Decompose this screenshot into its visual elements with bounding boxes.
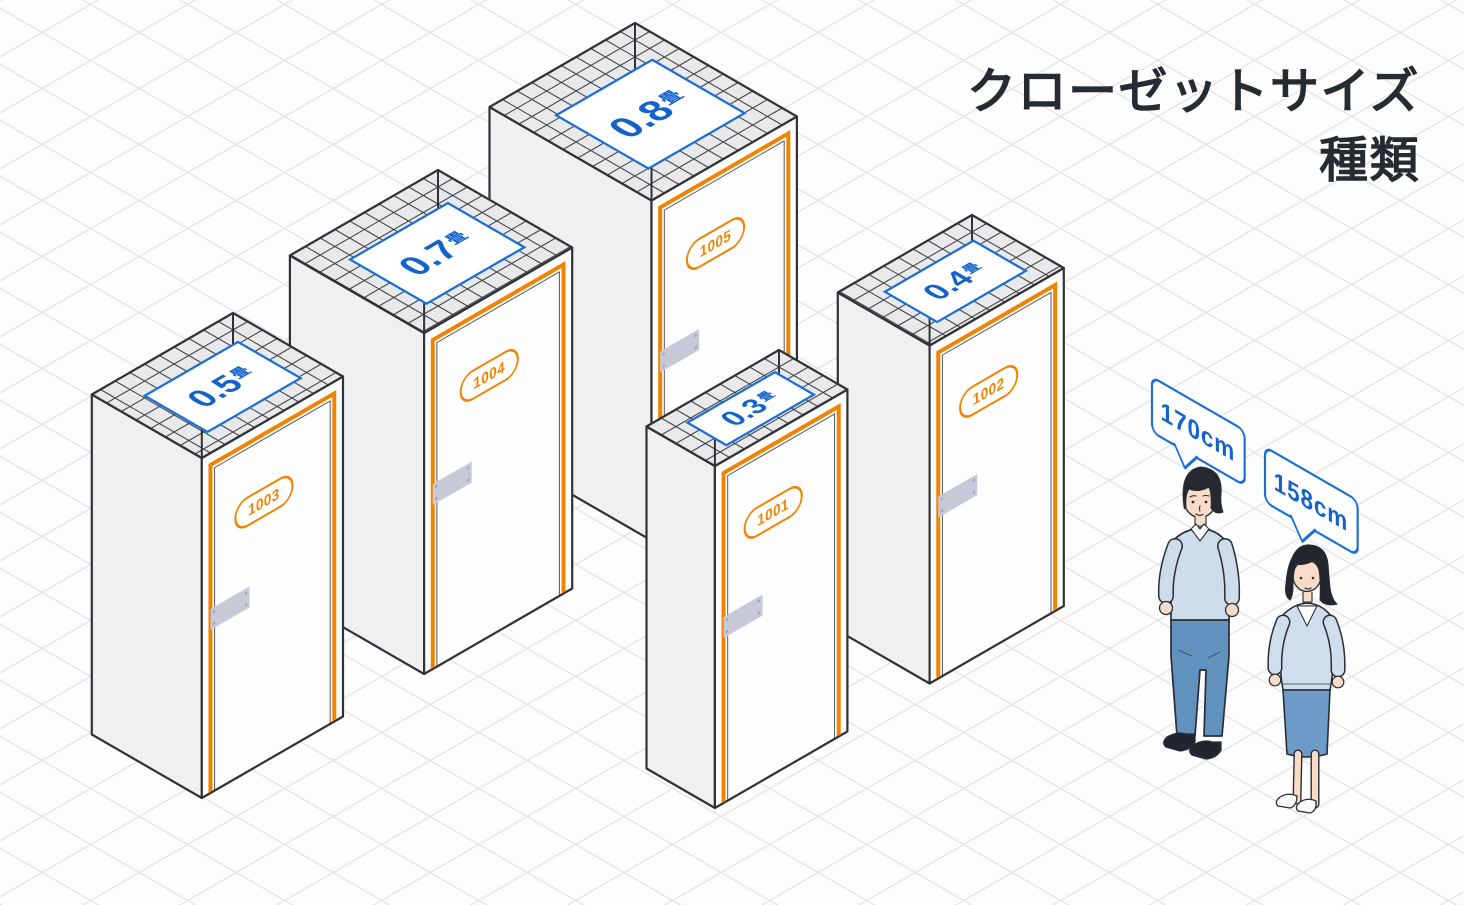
- woman-top-vneck: [1296, 605, 1318, 628]
- man-hand-right: [1224, 602, 1240, 618]
- door-trim: [721, 403, 841, 804]
- door-panel-line: [663, 140, 785, 534]
- door-handle-screw: [212, 621, 216, 626]
- size-label-plate: [142, 340, 303, 434]
- closet-door-details: 1003: [208, 390, 337, 794]
- door-handle: [210, 586, 250, 630]
- size-label-plate: [882, 239, 1029, 324]
- door-handle-screw: [662, 352, 665, 356]
- size-label-plate: [347, 201, 527, 306]
- bubble-tail: [1173, 442, 1199, 470]
- door-number-badge: [743, 485, 803, 539]
- size-label-plate-group: [553, 58, 747, 170]
- woman-hair: [1285, 544, 1339, 606]
- woman-hand-left: [1268, 673, 1282, 687]
- door-handle: [432, 461, 472, 505]
- closet-side-face: [645, 425, 716, 810]
- man-eye-right: [1204, 500, 1208, 504]
- door-handle-screw: [725, 617, 729, 622]
- woman-figure: [1267, 544, 1346, 814]
- woman-shoe-right: [1295, 798, 1317, 814]
- top-seam: [713, 350, 780, 466]
- door-handle-screw: [435, 496, 438, 501]
- door-trim: [936, 281, 1058, 679]
- woman-arm-right: [1324, 616, 1345, 676]
- door-number-badge: [959, 364, 1019, 418]
- door-handle-screw: [435, 484, 438, 489]
- woman-leg-left: [1293, 750, 1302, 804]
- man-jeans: [1170, 619, 1230, 737]
- door-number-badge: [234, 475, 294, 529]
- woman-mouth: [1304, 587, 1312, 590]
- page-title-line1: クローゼットサイズ: [967, 65, 1420, 119]
- door-handle-screw: [725, 629, 729, 634]
- man-jeans-creases: [1177, 649, 1221, 659]
- door-handle: [723, 594, 763, 638]
- man-arm-left: [1159, 539, 1182, 603]
- door-handle-screw: [212, 609, 216, 614]
- top-seam: [634, 23, 653, 201]
- page-title-line2: 種類: [1319, 134, 1420, 188]
- man-eye-left: [1191, 500, 1195, 504]
- size-label-plate-group: [882, 239, 1029, 324]
- door-trim: [658, 130, 791, 536]
- door-handle-screw: [694, 345, 697, 350]
- man-shoe-right: [1189, 740, 1222, 760]
- door-handle-screw: [972, 478, 975, 483]
- door-panel-line: [436, 271, 560, 667]
- size-label-plate: [685, 370, 817, 447]
- door-number-badge: [459, 348, 519, 402]
- bubble-body: [1150, 378, 1246, 484]
- man-shirt-collar: [1190, 523, 1210, 542]
- man-face-features: [1189, 494, 1210, 516]
- woman-arm-left: [1268, 616, 1289, 674]
- man-hand-left: [1158, 600, 1174, 616]
- door-handle-screw: [244, 603, 248, 607]
- bubble-tail: [1289, 514, 1317, 543]
- door-handle-screw: [694, 333, 697, 338]
- closet-side-face: [836, 291, 931, 685]
- door-panel-line: [214, 400, 331, 791]
- man-neck: [1194, 516, 1207, 527]
- door-handle-screw: [972, 490, 975, 495]
- size-label-plate: [553, 58, 747, 170]
- door-number-badge: [685, 217, 746, 270]
- closet-door-details: 1002: [936, 281, 1058, 679]
- door-handle: [660, 329, 700, 373]
- woman-neck: [1302, 592, 1313, 603]
- door-handle-screw: [757, 611, 761, 615]
- door-handle-screw: [940, 509, 943, 513]
- top-seam: [928, 215, 973, 346]
- man-arm-right: [1218, 539, 1239, 605]
- door-handle: [938, 474, 978, 518]
- door-handle-screw: [757, 599, 761, 603]
- top-seam: [423, 170, 439, 333]
- woman-hand-right: [1331, 675, 1345, 689]
- door-panel-line: [941, 291, 1052, 677]
- door-handle-screw: [467, 478, 470, 482]
- man-figure: [1157, 466, 1241, 760]
- woman-skirt: [1282, 689, 1331, 758]
- door-handle-screw: [940, 497, 943, 501]
- size-label-plate-group: [142, 340, 303, 434]
- size-label-plate-group: [347, 201, 527, 306]
- door-handle-screw: [467, 466, 470, 470]
- closet-side-face: [90, 393, 203, 800]
- size-label-plate-group: [685, 370, 817, 447]
- height-bubble-man: 170cm: [1150, 378, 1246, 484]
- door-panel-line: [727, 413, 836, 801]
- door-handle-screw: [244, 591, 248, 595]
- woman-shoe-left: [1275, 793, 1298, 809]
- woman-eye-left: [1299, 576, 1303, 580]
- top-seam: [200, 313, 234, 458]
- man-hair: [1182, 466, 1224, 514]
- woman-eye-right: [1311, 576, 1315, 580]
- door-handle-screw: [662, 364, 665, 368]
